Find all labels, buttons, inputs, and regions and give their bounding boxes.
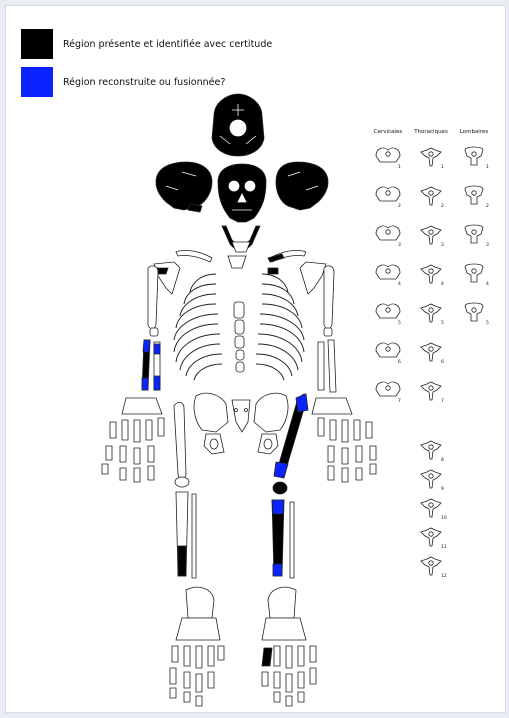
vertebra-thoracic-4 <box>421 265 441 283</box>
skull-right-lateral-view <box>276 162 328 210</box>
ilium-right <box>254 393 288 432</box>
scapula-right <box>300 262 326 294</box>
ulna-right <box>328 340 336 392</box>
vertebra-thoracic-11 <box>421 528 441 546</box>
vertebra-number-label: 1 <box>486 164 489 170</box>
humerus-right <box>324 266 334 329</box>
femur-left <box>174 402 186 478</box>
skull-superior-view <box>212 94 264 156</box>
vertebra-thoracic-7 <box>421 382 441 400</box>
vertebra-thoracic-9 <box>421 470 441 488</box>
fibula-right <box>290 502 294 578</box>
vertebra-thoracic-1 <box>421 148 441 166</box>
vertebra-number-label: 4 <box>441 281 444 287</box>
pelvis <box>194 393 288 454</box>
vertebra-number-label: 7 <box>441 398 444 404</box>
vertebra-lumbar-5 <box>465 303 483 321</box>
vertebra-number-label: 1 <box>441 164 444 170</box>
vertebra-lumbar-1 <box>465 147 483 165</box>
shoulder-girdle <box>154 250 326 372</box>
vertebrae-column-title-lumbar: Lombaires <box>460 129 489 135</box>
vertebra-cervical-4 <box>376 265 400 279</box>
vertebra-number-label: 1 <box>398 164 401 170</box>
vertebra-thoracic-8 <box>421 441 441 459</box>
vertebra-lumbar-3 <box>465 225 483 243</box>
vertebra-thoracic-5 <box>421 304 441 322</box>
vertebra-number-label: 4 <box>398 281 401 287</box>
vertebrae-column-title-thoracic: Thoraciques <box>413 129 448 135</box>
vertebra-cervical-7 <box>376 382 400 396</box>
mandible <box>222 226 260 252</box>
hand-left <box>102 398 164 482</box>
foot-right <box>262 587 316 706</box>
vertebra-number-label: 5 <box>486 320 489 326</box>
vertebra-number-label: 5 <box>398 320 401 326</box>
vertebra-number-label: 3 <box>486 242 489 248</box>
sacrum <box>232 400 250 432</box>
skeleton-diagram: Cervicales Thoraciques Lombaires 1234567… <box>6 6 505 712</box>
vertebra-number-label: 8 <box>441 457 444 463</box>
arm-left <box>142 266 160 390</box>
humerus-left <box>148 266 158 329</box>
vertebra-number-label: 9 <box>441 486 444 492</box>
vertebra-number-label: 12 <box>441 573 447 579</box>
vertebra-number-label: 2 <box>398 203 401 209</box>
hand-right <box>312 398 376 482</box>
radius-right <box>318 342 324 390</box>
vertebra-number-label: 10 <box>441 515 447 521</box>
inventory-sheet: Région présente et identifiée avec certi… <box>5 5 506 713</box>
vertebra-number-label: 4 <box>486 281 489 287</box>
arm-right <box>318 266 336 392</box>
ilium-left <box>194 393 228 432</box>
vertebrae-panel: Cervicales Thoraciques Lombaires 1234567… <box>374 129 489 579</box>
vertebra-thoracic-10 <box>421 499 441 517</box>
foot-left <box>170 587 224 706</box>
vertebra-cervical-6 <box>376 343 400 357</box>
vertebra-thoracic-3 <box>421 226 441 244</box>
vertebra-number-label: 3 <box>441 242 444 248</box>
skull-anterior-view <box>218 164 266 222</box>
vertebra-lumbar-4 <box>465 264 483 282</box>
vertebra-cervical-5 <box>376 304 400 318</box>
vertebra-number-label: 5 <box>441 320 444 326</box>
skull-left-lateral-view <box>156 162 212 212</box>
vertebra-number-label: 6 <box>398 359 401 365</box>
vertebrae-column-title-cervical: Cervicales <box>374 129 403 135</box>
manubrium <box>228 256 246 268</box>
vertebra-number-label: 11 <box>441 544 447 550</box>
vertebra-lumbar-2 <box>465 186 483 204</box>
vertebra-number-label: 2 <box>486 203 489 209</box>
vertebra-thoracic-12 <box>421 557 441 575</box>
vertebra-thoracic-2 <box>421 187 441 205</box>
vertebra-cervical-2 <box>376 187 400 201</box>
leg-left <box>174 402 196 578</box>
vertebra-number-label: 2 <box>441 203 444 209</box>
skull-views <box>156 94 328 222</box>
vertebra-thoracic-6 <box>421 343 441 361</box>
lumbar-vertebrae: 1 2 3 4 5 <box>465 147 489 326</box>
vertebra-cervical-1 <box>376 148 400 162</box>
clavicle-left <box>176 250 212 262</box>
cervical-vertebrae: 1 2 3 4 5 6 7 <box>376 148 401 404</box>
vertebra-number-label: 6 <box>441 359 444 365</box>
vertebra-cervical-3 <box>376 226 400 240</box>
vertebra-number-label: 3 <box>398 242 401 248</box>
fibula-left <box>192 494 196 578</box>
vertebra-number-label: 7 <box>398 398 401 404</box>
